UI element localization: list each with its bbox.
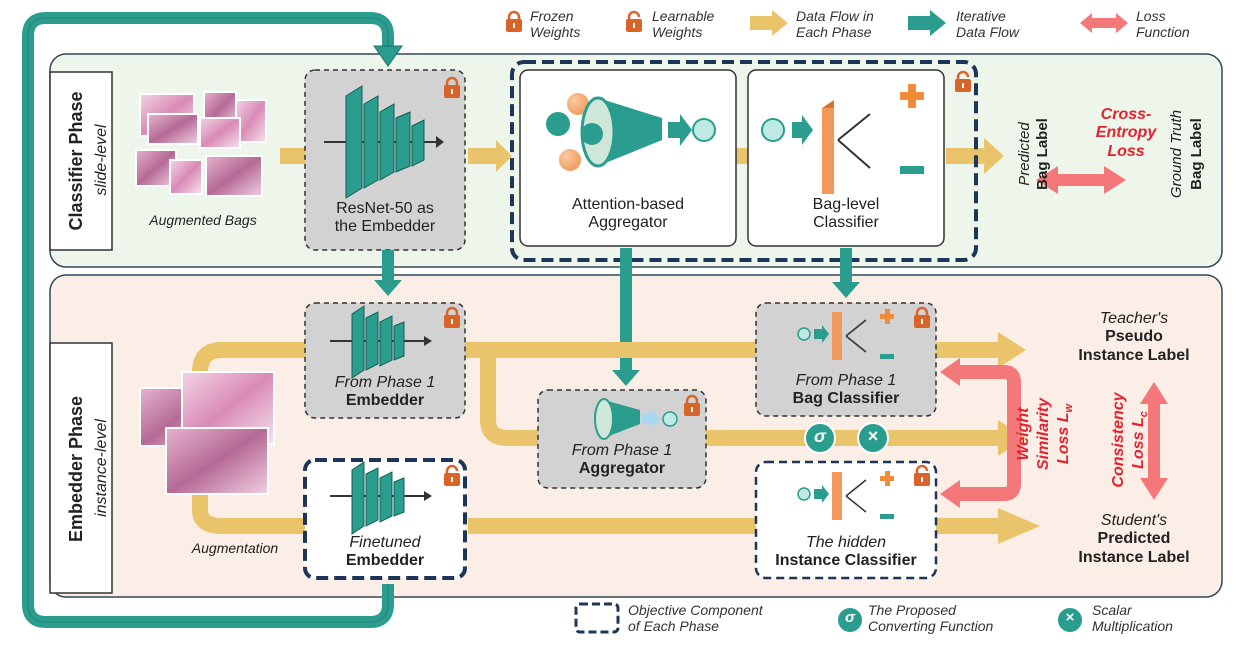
finetuned-line2: Embedder: [345, 552, 425, 570]
weight-loss-sub: w: [1063, 403, 1076, 413]
legend-iterative-line2: Data Flow: [956, 24, 1020, 41]
legend-loss-line2: Function: [1136, 24, 1190, 41]
legend-objective-box: [574, 602, 620, 634]
resnet-label-line2: the Embedder: [334, 218, 436, 236]
augmented-bags-label: Augmented Bags: [149, 212, 257, 228]
student-line3: Instance Label: [1078, 548, 1190, 566]
legend-times-symbol: ×: [1065, 609, 1075, 626]
objective-component-phase1: [510, 60, 978, 262]
predicted-label-line2: Bag Label: [1034, 118, 1051, 190]
cross-entropy-loss-arrow: [1036, 166, 1126, 194]
bag-classifier-p2-line1: From Phase 1: [795, 372, 897, 389]
augmentation-images: [139, 371, 275, 495]
classifier-phase-subtitle: slide-level: [93, 124, 110, 196]
student-line2: Predicted: [1097, 530, 1171, 548]
legend-objective-line2: of Each Phase: [628, 618, 720, 635]
legend-learnable-line1: Learnable: [652, 8, 715, 24]
legend-iterative-line1: Iterative: [956, 8, 1006, 24]
legend-sigma-circle: [836, 606, 864, 634]
aggregator-glyph-small: [594, 398, 678, 440]
unlock-icon-finetuned: [444, 464, 460, 486]
bag-classifier-glyph: [761, 84, 924, 194]
bag-classifier-p2-line2: Bag Classifier: [792, 390, 900, 408]
legend-loss-line1: Loss: [1136, 8, 1166, 24]
embedder-glyph-finetuned: [330, 461, 432, 535]
embedder-p2-line1: From Phase 1: [334, 374, 436, 391]
legend-objective-line1: Objective Component: [628, 602, 763, 618]
bag-classifier-label-line1: Bag-level: [812, 196, 880, 213]
teacher-line2: Pseudo: [1105, 328, 1163, 346]
legend-scalar-line1: Scalar: [1092, 602, 1132, 618]
legend-converting-line1: The Proposed: [868, 602, 956, 618]
legend-dataflow-line2: Each Phase: [796, 24, 872, 41]
weight-loss-line1: Weight: [1015, 407, 1032, 461]
unlock-icon-objective: [955, 70, 971, 92]
legend-scalar-line2: Multiplication: [1092, 618, 1173, 635]
predicted-label-line1: Predicted: [1016, 122, 1033, 186]
embedder-glyph-from-phase1: [330, 305, 432, 379]
ground-truth-line2: Bag Label: [1188, 118, 1205, 190]
hidden-line1: The hidden: [805, 534, 887, 551]
consistency-sub: c: [1138, 411, 1151, 418]
legend-loss-arrow: [1080, 13, 1128, 33]
hidden-line2: Instance Classifier: [775, 552, 917, 570]
times-circle: [857, 422, 889, 454]
sigma-circle: [804, 422, 836, 454]
resnet-label-line1: ResNet-50 as: [336, 200, 434, 217]
aggregator-p2-line2: Aggregator: [578, 460, 666, 478]
lock-icon-resnet: [444, 76, 460, 98]
legend-frozen-icon: [506, 10, 522, 32]
legend-times-circle: [1056, 606, 1084, 634]
ground-truth-line1: Ground Truth: [1168, 109, 1185, 199]
cross-entropy-line2: Entropy: [1095, 124, 1157, 142]
teacher-line3: Instance Label: [1078, 346, 1190, 364]
times-symbol: ×: [867, 426, 879, 446]
lock-icon-embedder-p2: [444, 306, 460, 328]
bag-classifier-glyph-small: [797, 309, 894, 360]
aggregator-p2-line1: From Phase 1: [571, 442, 673, 459]
legend-converting-line2: Converting Function: [868, 618, 994, 635]
weight-similarity-loss-arrow: [940, 358, 1021, 508]
embedder-phase-label-box: [49, 342, 113, 594]
cross-entropy-line3: Loss: [1107, 142, 1145, 160]
lock-icon-bag-classifier-p2: [914, 306, 930, 328]
consistency-line2: Loss L: [1130, 417, 1147, 469]
student-line1: Student's: [1100, 512, 1168, 529]
classifier-phase-label-box: [49, 71, 113, 251]
aggregator-glyph: [546, 93, 716, 171]
cross-entropy-line1: Cross-: [1100, 106, 1152, 123]
teacher-line1: Teacher's: [1099, 310, 1169, 327]
legend-dataflow-line1: Data Flow in: [796, 8, 874, 24]
embedder-phase-title: Embedder Phase: [66, 395, 86, 543]
bag-classifier-label-line2: Classifier: [813, 214, 879, 232]
aggregator-label-line1: Attention-based: [571, 196, 685, 213]
augmentation-label: Augmentation: [191, 540, 279, 556]
embedder-glyph-phase1: [324, 85, 444, 199]
consistency-line1: Consistency: [1110, 392, 1127, 488]
bag-classifier-box: [747, 69, 945, 247]
weight-loss-line2: Similarity: [1035, 397, 1052, 471]
legend-learnable-icon: [626, 10, 642, 32]
legend-frozen-line2: Weights: [530, 24, 581, 41]
legend-iterative-arrow: [908, 10, 946, 36]
instance-classifier-glyph-small: [797, 471, 894, 520]
classifier-phase-title: Classifier Phase: [66, 91, 86, 231]
unlock-icon-instance-classifier: [914, 464, 930, 486]
legend-dataflow-arrow: [750, 10, 788, 36]
embedder-p2-line2: Embedder: [345, 392, 425, 410]
aggregator-label-line2: Aggregator: [588, 214, 668, 232]
embedder-phase-subtitle: instance-level: [93, 419, 110, 517]
augmented-bags-images: [135, 91, 267, 197]
weight-loss-line3: Loss L: [1055, 412, 1072, 465]
consistency-loss-arrow: [1140, 382, 1168, 500]
legend-learnable-line2: Weights: [652, 24, 703, 41]
legend-frozen-line1: Frozen: [530, 8, 574, 24]
lock-icon-aggregator-p2: [684, 394, 700, 416]
sigma-symbol: σ: [814, 426, 826, 446]
legend-sigma-symbol: σ: [845, 609, 855, 626]
finetuned-line1: Finetuned: [349, 534, 421, 551]
